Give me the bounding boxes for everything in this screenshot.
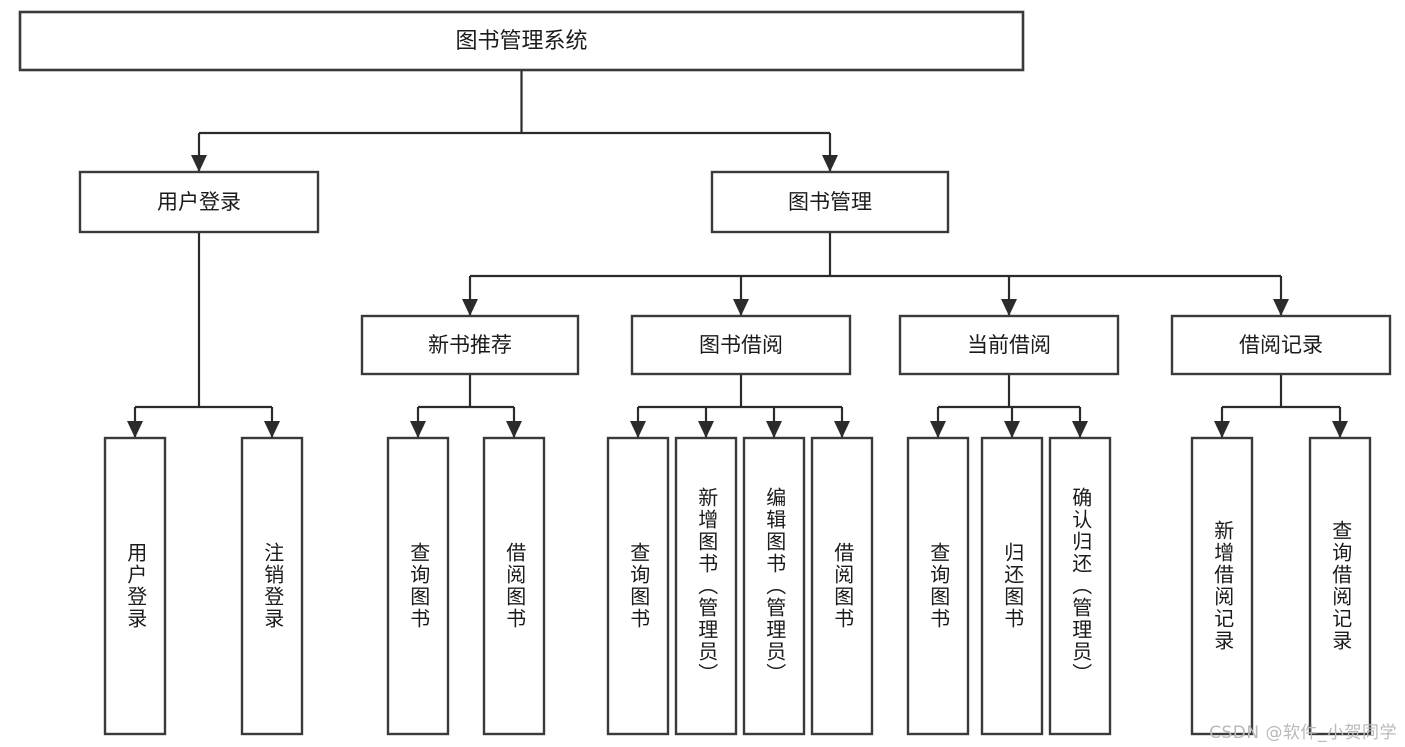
node-box-leaf-query-book-2[interactable] [606,436,670,736]
node-label-new-book-rec: 新书推荐 [428,333,512,357]
node-box-root-root[interactable] [18,10,1025,72]
node-box-leaf-query-book-1[interactable] [386,436,450,736]
arrow-head-icon [191,155,207,172]
node-box-current-borrow[interactable] [898,314,1120,376]
node-box-leaf-confirm-return[interactable] [1048,436,1112,736]
arrow-head-icon [834,421,850,438]
arrow-head-icon [506,421,522,438]
arrow-head-icon [630,421,646,438]
arrow-head-icon [1214,421,1230,438]
arrow-head-icon [1001,299,1017,316]
boxes-layer [18,10,1392,736]
node-box-leaf-logout[interactable] [240,436,304,736]
arrow-head-icon [1004,421,1020,438]
node-box-leaf-return-book[interactable] [980,436,1044,736]
node-box-leaf-borrow-book-2[interactable] [810,436,874,736]
node-box-user-login[interactable] [78,170,320,234]
arrow-head-icon [127,421,143,438]
watermark-text: CSDN @软件_小贺同学 [1209,723,1397,743]
arrow-head-icon [822,155,838,172]
node-box-leaf-query-book-3[interactable] [906,436,970,736]
arrow-head-icon [462,299,478,316]
arrow-head-icon [733,299,749,316]
node-box-book-borrow[interactable] [630,314,852,376]
node-box-borrow-record[interactable] [1170,314,1392,376]
arrow-head-icon [1072,421,1088,438]
node-box-leaf-query-record[interactable] [1308,436,1372,736]
arrow-head-icon [1332,421,1348,438]
node-box-leaf-user-login[interactable] [103,436,167,736]
node-label-borrow-record: 借阅记录 [1239,333,1323,357]
node-box-book-manage[interactable] [710,170,950,234]
node-box-new-book-rec[interactable] [360,314,580,376]
node-label-book-manage: 图书管理 [788,190,872,214]
node-label-book-borrow: 图书借阅 [699,333,783,357]
arrow-head-icon [766,421,782,438]
arrow-head-icon [930,421,946,438]
connectors-layer [127,70,1348,438]
node-box-leaf-add-book[interactable] [674,436,738,736]
node-box-leaf-add-record[interactable] [1190,436,1254,736]
node-label-user-login: 用户登录 [157,190,241,214]
arrow-head-icon [698,421,714,438]
node-label-root: 图书管理系统 [455,29,587,54]
arrow-head-icon [264,421,280,438]
node-box-leaf-borrow-book-1[interactable] [482,436,546,736]
arrow-head-icon [410,421,426,438]
node-label-current-borrow: 当前借阅 [967,333,1051,357]
arrow-head-icon [1273,299,1289,316]
node-box-leaf-edit-book[interactable] [742,436,806,736]
